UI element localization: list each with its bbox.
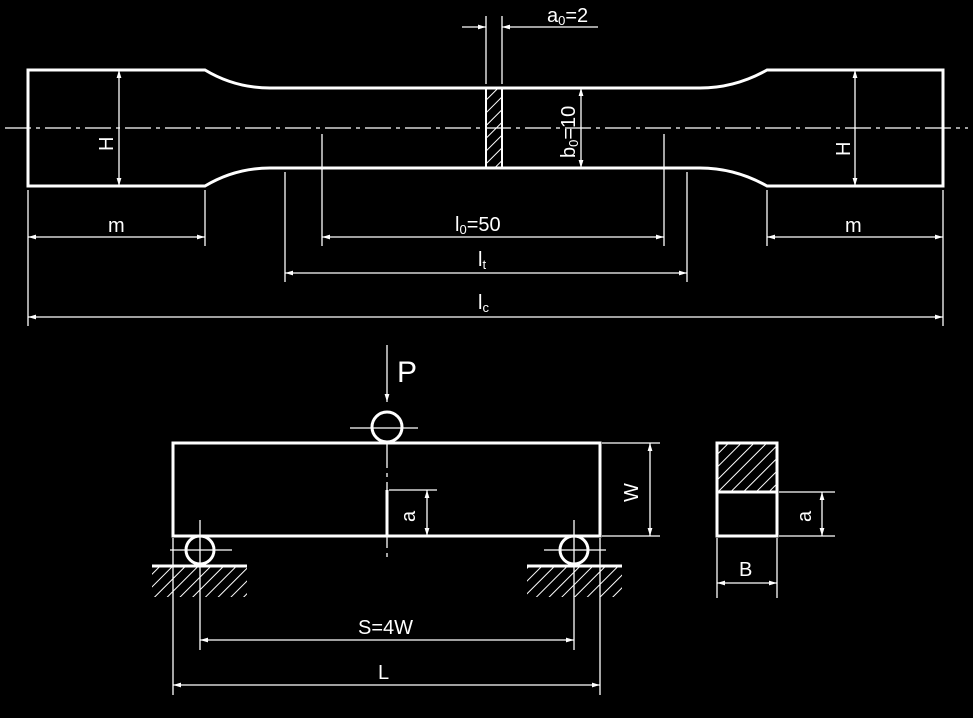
grip-height-label-right: H [833,142,855,156]
crack-depth-dimension: a [389,489,437,536]
grip-height-dimension-right: H [833,70,858,186]
section-width-label: B [739,559,752,581]
bend-specimen: P a W [152,345,660,695]
tensile-specimen: a0=2 b0=10 H H m [5,5,968,326]
load-label: P [397,356,417,389]
total-length-dimension: lc [28,292,943,320]
thickness-label: a0=2 [547,5,588,28]
left-support [152,520,247,650]
span-label: S=4W [358,617,413,639]
cross-section-outline [715,441,779,538]
loading-roller [370,410,404,444]
width-dimension: b0=10 [558,88,584,168]
grip-length-dimension-left: m [28,215,205,240]
length-dimension: L [172,538,601,695]
hatched-cross-section [485,87,503,169]
gauge-length-dimension: l0=50 [322,214,664,240]
parallel-length-dimension: lt [285,249,687,276]
grip-height-dimension-left: H [96,70,122,186]
total-length-label: lc [478,292,489,315]
height-dimension: W [602,442,660,537]
section-crack-depth-label: a [794,510,816,522]
right-support [527,520,622,650]
extension-lines [27,134,944,326]
length-label: L [378,662,389,684]
grip-height-label-left: H [96,137,118,151]
span-dimension: S=4W [200,617,574,643]
grip-length-label-left: m [108,215,125,237]
section-crack-depth-dimension: a [779,491,835,537]
gauge-length-label: l0=50 [455,214,501,237]
dogbone-outline [26,68,945,188]
grip-length-label-right: m [845,215,862,237]
height-label: W [621,483,643,502]
section-width-dimension: B [716,538,778,598]
grip-length-dimension-right: m [767,215,943,240]
parallel-length-label: lt [478,249,486,272]
width-label: b0=10 [558,106,581,158]
cross-section-hatch [717,443,777,492]
thickness-dimension: a0=2 [462,5,598,84]
crack-depth-label: a [398,510,420,522]
cross-section: a B [715,441,835,598]
